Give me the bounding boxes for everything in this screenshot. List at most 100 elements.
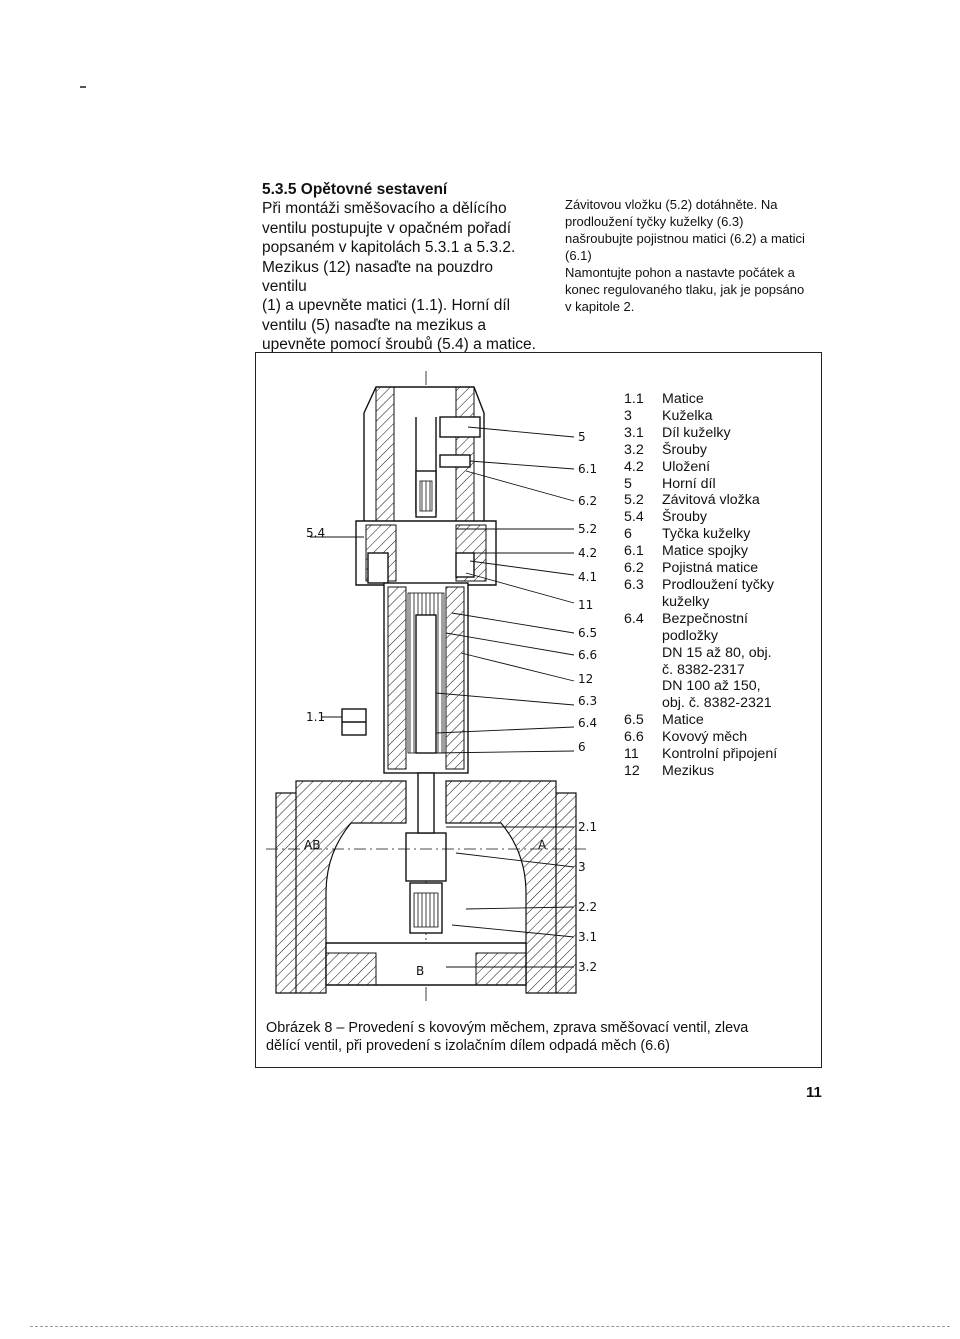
legend-text: Kuželka — [662, 407, 713, 424]
legend-text: Prodloužení tyčky — [662, 576, 774, 593]
legend-row: DN 100 až 150, — [624, 678, 824, 695]
callout-label: 3.2 — [578, 960, 597, 974]
legend-text: DN 15 až 80, obj. — [662, 644, 772, 661]
callout-label: 6.4 — [578, 716, 597, 730]
legend-text: Bezpečnostní — [662, 610, 748, 627]
legend-row: č. 8382-2317 — [624, 662, 824, 679]
legend-text: DN 100 až 150, — [662, 678, 761, 695]
port-label: A — [538, 838, 547, 852]
legend-number: 6.6 — [624, 729, 644, 746]
scan-mark — [80, 86, 86, 88]
legend-text: Díl kuželky — [662, 424, 731, 441]
callout-label: 5.4 — [306, 526, 325, 540]
legend-text: podložky — [662, 627, 718, 644]
legend-number: 12 — [624, 762, 640, 779]
legend-row: 3.2 Šrouby — [624, 442, 824, 459]
legend-text: Uložení — [662, 458, 711, 475]
callout-label: 4.2 — [578, 546, 597, 560]
legend-text: Kontrolní připojení — [662, 746, 778, 763]
legend-text: Tyčka kuželky — [662, 526, 751, 543]
legend-text: Mezikus — [662, 762, 715, 779]
left-line: popsaném v kapitolách 5.3.1 a 5.3.2. — [262, 239, 516, 257]
left-line: ventilu (5) nasaďte na mezikus a — [262, 316, 487, 334]
legend-number: 6.5 — [624, 712, 644, 729]
figure-caption: Obrázek 8 – Provedení s kovovým měchem, … — [266, 1019, 806, 1055]
legend-number — [624, 695, 662, 712]
left-line: ventilu postupujte v opačném pořadí — [262, 219, 512, 237]
legend-row: 5.2 Závitová vložka — [624, 492, 824, 509]
left-text-column: 5.3.5 Opětovné sestavení Při montáži smě… — [262, 180, 542, 355]
left-line: Při montáži směšovacího a dělícího — [262, 200, 507, 218]
legend-row: 4.2 Uložení — [624, 459, 824, 476]
callout-label: 6.5 — [578, 626, 597, 640]
legend-number: 3.2 — [624, 441, 644, 458]
right-line: prodloužení tyčky kuželky (6.3) — [565, 214, 744, 229]
callout-label: 6 — [578, 740, 586, 754]
right-line: Závitovou vložku (5.2) dotáhněte. Na — [565, 197, 778, 212]
legend-row: DN 15 až 80, obj. — [624, 645, 824, 662]
callout-label: 2.2 — [578, 900, 597, 914]
legend-text: Kovový měch — [662, 729, 748, 746]
right-text-column: Závitovou vložku (5.2) dotáhněte. Na pro… — [565, 196, 835, 315]
legend-row: 6.2 Pojistná matice — [624, 560, 824, 577]
legend-row: podložky — [624, 628, 824, 645]
valve-cross-section-drawing: 5 6.1 6.2 5.2 4.2 4.1 11 6.5 6.6 12 6.3 … — [266, 371, 597, 1003]
legend-number: 1.1 — [624, 391, 644, 407]
legend-row: 6.4 Bezpečnostní — [624, 611, 824, 628]
page-number: 11 — [806, 1084, 822, 1101]
left-line: (1) a upevněte matici (1.1). Horní díl — [262, 297, 511, 315]
legend-text: Šrouby — [662, 509, 707, 526]
legend-number — [624, 678, 662, 695]
legend-number: 5.4 — [624, 509, 644, 526]
callout-label: 2.1 — [578, 820, 597, 834]
legend-text: Matice — [662, 712, 704, 729]
legend-number — [624, 594, 662, 611]
legend-row: kuželky — [624, 594, 824, 611]
callout-label: 5.2 — [578, 522, 597, 536]
callout-label: 6.6 — [578, 648, 597, 662]
legend-row: 3.1 Díl kuželky — [624, 425, 824, 442]
right-line: v kapitole 2. — [565, 299, 635, 314]
caption-line: Obrázek 8 – Provedení s kovovým měchem, … — [266, 1020, 749, 1036]
legend-number: 4.2 — [624, 458, 644, 475]
legend-text: obj. č. 8382-2321 — [662, 695, 772, 712]
callout-label: 11 — [578, 598, 593, 612]
legend-number: 3.1 — [624, 424, 644, 441]
legend-text: Matice spojky — [662, 543, 748, 560]
legend-text: Závitová vložka — [662, 492, 760, 509]
legend-number — [624, 628, 662, 645]
left-line: Mezikus (12) nasaďte na pouzdro ventilu — [262, 258, 493, 296]
legend-row: 11 Kontrolní připojení — [624, 746, 824, 763]
left-line: upevněte pomocí šroubů (5.4) a matice. — [262, 336, 536, 354]
port-label: AB — [304, 838, 320, 852]
section-heading: 5.3.5 Opětovné sestavení — [262, 181, 448, 198]
callout-label: 6.1 — [578, 462, 597, 476]
legend-number: 6.1 — [624, 543, 644, 560]
right-line: Namontujte pohon a nastavte počátek a — [565, 265, 795, 280]
right-line: našroubujte pojistnou matici (6.2) a mat… — [565, 231, 805, 246]
legend-number: 6.2 — [624, 560, 644, 577]
callout-label: 3 — [578, 860, 586, 874]
legend-text: Horní díl — [662, 475, 716, 492]
callout-label: 6.2 — [578, 494, 597, 508]
legend-number: 11 — [624, 746, 639, 763]
legend-text: č. 8382-2317 — [662, 661, 745, 678]
callout-label: 12 — [578, 672, 593, 686]
legend-number: 5.2 — [624, 492, 644, 509]
legend-number: 5 — [624, 475, 632, 492]
legend-row: 12 Mezikus — [624, 763, 824, 780]
port-label: B — [416, 964, 424, 978]
legend-text: Šrouby — [662, 441, 707, 458]
legend-text: Pojistná matice — [662, 560, 759, 577]
legend-row: 5 Horní díl — [624, 476, 824, 493]
figure-frame: 5 6.1 6.2 5.2 4.2 4.1 11 6.5 6.6 12 6.3 … — [255, 352, 822, 1068]
callout-label: 5 — [578, 430, 586, 444]
legend-number: 6.4 — [624, 610, 644, 627]
legend-row: 6.1 Matice spojky — [624, 543, 824, 560]
legend-row: obj. č. 8382-2321 — [624, 695, 824, 712]
legend-row: 6.5 Matice — [624, 712, 824, 729]
